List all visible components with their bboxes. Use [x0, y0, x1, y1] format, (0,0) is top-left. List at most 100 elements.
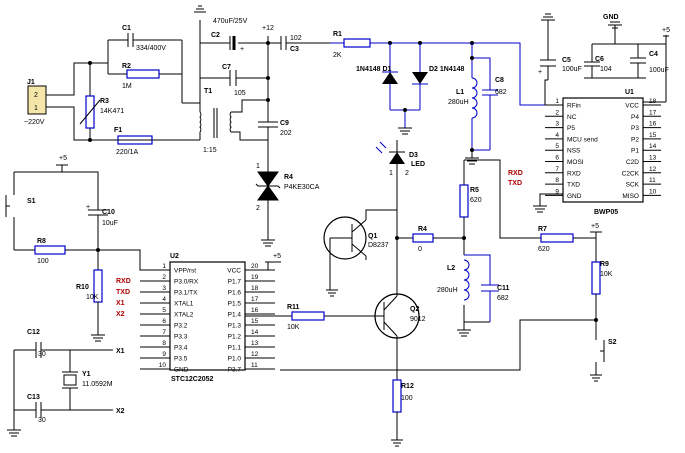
svg-text:202: 202	[280, 130, 292, 137]
r4-tvs-diode: R4 P4KE30CA 1 2	[255, 160, 320, 240]
svg-text:X1: X1	[116, 348, 125, 355]
svg-text:C4: C4	[649, 51, 658, 58]
pin-name: P3.2	[174, 323, 188, 330]
r2-resistor: R2 1M	[108, 63, 182, 90]
pin-name: VCC	[625, 103, 639, 110]
pin-name: NC	[567, 114, 577, 121]
svg-text:1:15: 1:15	[203, 147, 217, 154]
svg-text:C1: C1	[122, 25, 131, 32]
svg-text:C5: C5	[562, 57, 571, 64]
net-label-txd: TXD	[116, 289, 130, 296]
r3-varistor: R3 14K471	[79, 63, 124, 140]
d3-led: D3 LED 1 2	[375, 140, 425, 290]
svg-text:30: 30	[38, 417, 46, 424]
pin-name: GND	[174, 367, 189, 374]
pin-name: SCK	[626, 182, 640, 189]
c1-capacitor: C1 334/400V	[108, 25, 182, 52]
pin-name: P1.4	[228, 312, 242, 319]
svg-text:280uH: 280uH	[437, 287, 458, 294]
svg-text:+5: +5	[59, 155, 67, 162]
pin-number: 11	[251, 362, 258, 369]
pin-number: 15	[649, 132, 657, 139]
r7-resistor: R7 620	[538, 226, 596, 253]
c3-capacitor: 102 C3	[268, 35, 330, 53]
svg-text:R7: R7	[538, 226, 547, 233]
svg-text:R12: R12	[401, 383, 414, 390]
svg-text:R10: R10	[76, 284, 89, 291]
pin-name: RXD	[567, 170, 581, 177]
svg-text:9012: 9012	[410, 316, 426, 323]
pin-number: 18	[251, 285, 259, 292]
u1-right-pins: 18VCC17P416P315P214P113C2D12C2CK11SCK10M…	[622, 98, 661, 200]
pin-name: MISO	[622, 193, 639, 200]
pin-number: 13	[251, 340, 259, 347]
pin-name: P2	[631, 136, 639, 143]
c8-capacitor: C8 682	[472, 57, 507, 151]
pin-name: XTAL1	[174, 301, 194, 308]
pin-number: 20	[251, 263, 259, 270]
l1-inductor: L1 280uH	[448, 43, 478, 150]
svg-text:14K471: 14K471	[100, 108, 124, 115]
pin-name: P5	[567, 125, 575, 132]
svg-text:2: 2	[256, 205, 260, 212]
svg-text:C11: C11	[497, 285, 510, 292]
r5-resistor: R5 620	[459, 160, 482, 238]
pin-number: 19	[251, 274, 259, 281]
svg-text:+: +	[86, 204, 90, 211]
pin-name: P3.3	[174, 334, 188, 341]
svg-text:U1: U1	[625, 89, 634, 96]
net-label-txd: TXD	[508, 180, 522, 187]
c7-capacitor: C7 105	[200, 64, 268, 97]
pin-name: P3.4	[174, 345, 188, 352]
svg-text:R2: R2	[122, 63, 131, 70]
svg-text:L2: L2	[447, 265, 455, 272]
svg-text:470uF/25V: 470uF/25V	[213, 18, 248, 25]
pin-number: 4	[555, 132, 559, 139]
svg-text:102: 102	[290, 35, 302, 42]
svg-text:R3: R3	[100, 98, 109, 105]
u2-left-pins: 1VPP/rst2P3.0/RX3P3.1/TX4XTAL15XTAL26P3.…	[116, 263, 199, 374]
pin-name: P1	[631, 148, 639, 155]
pin-name: P3.1/TX	[174, 290, 198, 297]
pin-name: P3.0/RX	[174, 279, 199, 286]
svg-text:LED: LED	[411, 161, 425, 168]
svg-text:2: 2	[34, 92, 38, 99]
svg-text:C7: C7	[222, 64, 231, 71]
r1-resistor: R1 2K	[330, 31, 490, 59]
net-label-rxd: RXD	[116, 278, 131, 285]
c11-capacitor: C11 682	[464, 254, 510, 322]
svg-text:+5: +5	[591, 223, 599, 230]
c12-capacitor: C12 30	[14, 329, 70, 358]
r10-resistor: R10 10K	[76, 269, 103, 303]
pin-name: C2D	[626, 159, 639, 166]
svg-text:Y1: Y1	[82, 371, 91, 378]
svg-text:104: 104	[600, 66, 612, 73]
f1-fuse: F1 220/1A	[108, 127, 200, 156]
pin-name: MOSI	[567, 159, 584, 166]
svg-text:1M: 1M	[122, 83, 132, 90]
pin-number: 1	[162, 263, 166, 270]
pin-number: 15	[251, 318, 259, 325]
svg-text:682: 682	[495, 89, 507, 96]
pin-number: 5	[555, 143, 559, 150]
pin-number: 6	[162, 318, 166, 325]
svg-text:+12: +12	[262, 25, 274, 32]
u2-right-pins: 20VCC19P1.718P1.617P1.516P1.415P1.314P1.…	[227, 263, 275, 374]
u2-chip: U2 STC12C2052 1VPP/rst2P3.0/RX3P3.1/TX4X…	[116, 253, 275, 383]
c9-capacitor: C9 202	[258, 100, 292, 160]
s2-switch: S2	[595, 320, 617, 375]
r9-resistor: R9 10K	[591, 261, 613, 295]
pin-number: 11	[649, 177, 656, 184]
svg-text:220/1A: 220/1A	[116, 149, 139, 156]
pin-number: 3	[555, 121, 559, 128]
svg-text:2K: 2K	[333, 52, 342, 59]
svg-text:0: 0	[418, 246, 422, 253]
svg-text:30: 30	[38, 351, 46, 358]
pin-name: P1.5	[228, 301, 242, 308]
svg-text:C3: C3	[290, 46, 299, 53]
pin-name: C2CK	[622, 170, 640, 177]
d1-diode: 1N4148 D1	[356, 43, 398, 110]
svg-text:J1: J1	[27, 79, 35, 86]
